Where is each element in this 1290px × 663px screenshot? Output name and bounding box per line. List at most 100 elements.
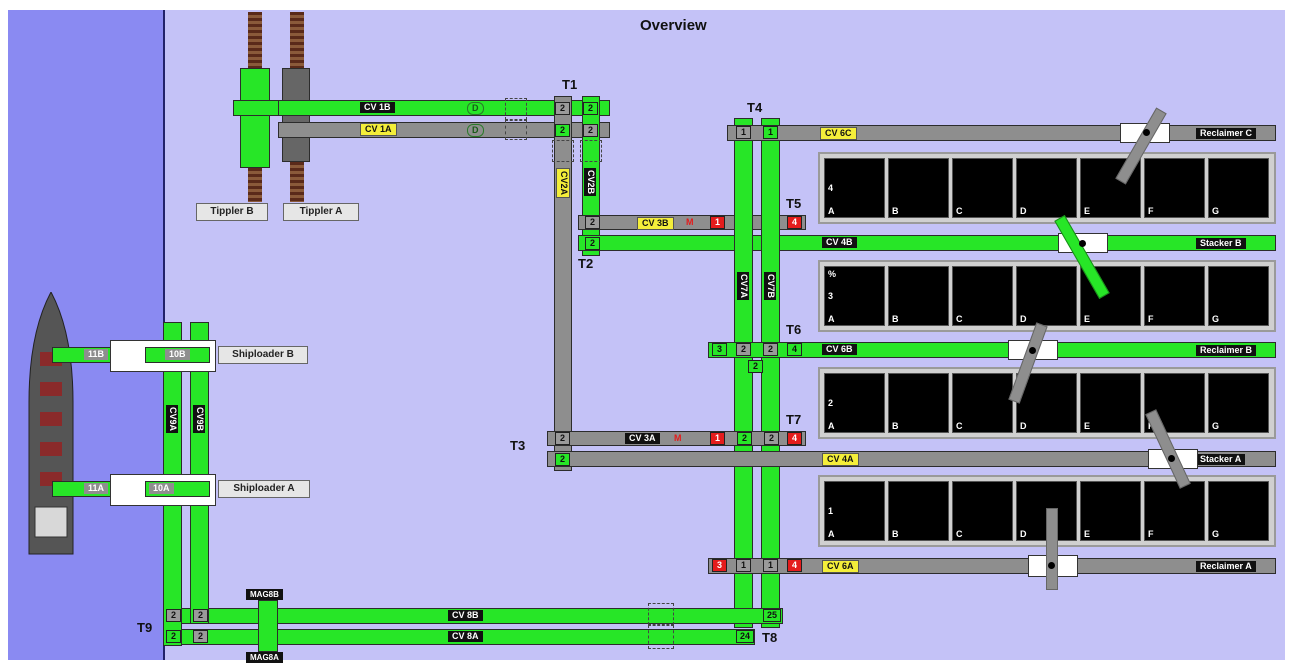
conveyor-cv8b-label: CV 8B (448, 610, 483, 621)
magnet-1b[interactable] (505, 98, 527, 120)
t9-box-2[interactable]: 2 (193, 609, 208, 622)
pile-2c[interactable]: C (952, 373, 1013, 433)
pile-2e[interactable]: E (1080, 373, 1141, 433)
t8-box-2[interactable]: 1 (763, 559, 778, 572)
t8-box-1[interactable]: 1 (736, 559, 751, 572)
t1-box-3[interactable]: 2 (555, 124, 570, 137)
valve-d-1b[interactable]: D (467, 102, 484, 115)
conveyor-cv6c[interactable] (727, 125, 1276, 141)
reclaimer-b-label[interactable]: Reclaimer B (1196, 345, 1257, 356)
t4-box-1[interactable]: 1 (736, 126, 751, 139)
t4-box-2[interactable]: 1 (763, 126, 778, 139)
conveyor-10b-label: 10B (165, 349, 190, 360)
stockpile-row-2[interactable]: 2A B C D E F G (818, 367, 1276, 439)
t3-box-1[interactable]: 2 (555, 432, 570, 445)
pile-4b[interactable]: B (888, 158, 949, 218)
t6-box-5[interactable]: 2 (748, 360, 763, 373)
t5-fault-1[interactable]: 1 (710, 216, 725, 229)
tippler-b-body[interactable] (240, 68, 270, 168)
pile-3b[interactable]: B (888, 266, 949, 326)
shiploader-a-button[interactable]: Shiploader A (218, 480, 310, 498)
pile-3a[interactable]: 3%A (824, 266, 885, 326)
t6-box-2[interactable]: 2 (763, 343, 778, 356)
tower-t1-label: T1 (562, 77, 578, 92)
pile-3c[interactable]: C (952, 266, 1013, 326)
valve-d-1a[interactable]: D (467, 124, 484, 137)
t5-fault-2[interactable]: 4 (787, 216, 802, 229)
stacker-b-label[interactable]: Stacker B (1196, 238, 1246, 249)
conveyor-cv6b-label: CV 6B (822, 344, 857, 355)
tower-t7-label: T7 (786, 412, 802, 427)
pile-4g[interactable]: G (1208, 158, 1269, 218)
conveyor-cv4b-label: CV 4B (822, 237, 857, 248)
tippler-b-button[interactable]: Tippler B (196, 203, 268, 221)
pile-3d[interactable]: D (1016, 266, 1077, 326)
valve-m-3a: M (674, 433, 682, 443)
stockpile-row-3[interactable]: 3%A B C D E F G (818, 260, 1276, 332)
pile-4c[interactable]: C (952, 158, 1013, 218)
conveyor-cv7a[interactable] (734, 118, 753, 628)
pile-1e[interactable]: E (1080, 481, 1141, 541)
pile-4d[interactable]: D (1016, 158, 1077, 218)
t6-box-1[interactable]: 2 (736, 343, 751, 356)
ship[interactable] (23, 292, 79, 564)
reclaimer-c-label[interactable]: Reclaimer C (1196, 128, 1257, 139)
pile-4f[interactable]: F (1144, 158, 1205, 218)
t3-box-2[interactable]: 2 (555, 453, 570, 466)
pile-3f[interactable]: F (1144, 266, 1205, 326)
conveyor-cv7b[interactable] (761, 118, 780, 628)
mag8b-label: MAG8B (246, 589, 283, 600)
t9-box-1[interactable]: 2 (166, 609, 181, 622)
t9-box-3[interactable]: 2 (166, 630, 181, 643)
pile-1b[interactable]: B (888, 481, 949, 541)
pile-1f[interactable]: F (1144, 481, 1205, 541)
t7-box-2[interactable]: 2 (764, 432, 779, 445)
t8-fault-1[interactable]: 3 (712, 559, 727, 572)
pile-3g[interactable]: G (1208, 266, 1269, 326)
t1-box-1[interactable]: 2 (555, 102, 570, 115)
t7-box-1[interactable]: 2 (737, 432, 752, 445)
magnet-8b[interactable] (648, 603, 674, 625)
conveyor-cv4b[interactable] (578, 235, 1276, 251)
pile-2g[interactable]: G (1208, 373, 1269, 433)
shiploader-b-button[interactable]: Shiploader B (218, 346, 308, 364)
page-title: Overview (640, 17, 707, 34)
magnet-1a[interactable] (505, 120, 527, 140)
reclaimer-a-label[interactable]: Reclaimer A (1196, 561, 1256, 572)
conveyor-cv6c-label: CV 6C (820, 127, 857, 140)
t1-box-4[interactable]: 2 (583, 124, 598, 137)
conveyor-cv6a-label: CV 6A (822, 560, 859, 573)
pile-1c[interactable]: C (952, 481, 1013, 541)
t1-chute-1 (552, 140, 574, 162)
pile-1g[interactable]: G (1208, 481, 1269, 541)
mag8-block[interactable] (258, 600, 278, 652)
t6-box-4[interactable]: 4 (787, 343, 802, 356)
stacker-a-label[interactable]: Stacker A (1196, 454, 1246, 465)
t1-box-2[interactable]: 2 (583, 102, 598, 115)
conveyor-cv1a-label: CV 1A (360, 123, 397, 136)
t2-box-1[interactable]: 2 (585, 216, 600, 229)
t2-box-2[interactable]: 2 (585, 237, 600, 250)
t7-fault-2[interactable]: 4 (787, 432, 802, 445)
pile-2b[interactable]: B (888, 373, 949, 433)
conveyor-cv2a-label: CV2A (556, 168, 570, 199)
magnet-8a[interactable] (648, 625, 674, 649)
tippler-a-button[interactable]: Tippler A (283, 203, 359, 221)
t9-box-4[interactable]: 2 (193, 630, 208, 643)
t8-fault-2[interactable]: 4 (787, 559, 802, 572)
conveyor-cv2b-label: CV2B (584, 168, 596, 197)
conveyor-cv9b[interactable] (190, 322, 209, 624)
t6-box-3[interactable]: 3 (712, 343, 727, 356)
conveyor-cv4a[interactable] (547, 451, 1276, 467)
t8-box-24[interactable]: 24 (736, 630, 754, 643)
conveyor-11a-label: 11A (84, 483, 109, 494)
t7-fault-1[interactable]: 1 (710, 432, 725, 445)
t8-box-25[interactable]: 25 (763, 609, 781, 622)
tower-t3-label: T3 (510, 438, 526, 453)
shiploader-a-frame[interactable] (110, 474, 216, 506)
